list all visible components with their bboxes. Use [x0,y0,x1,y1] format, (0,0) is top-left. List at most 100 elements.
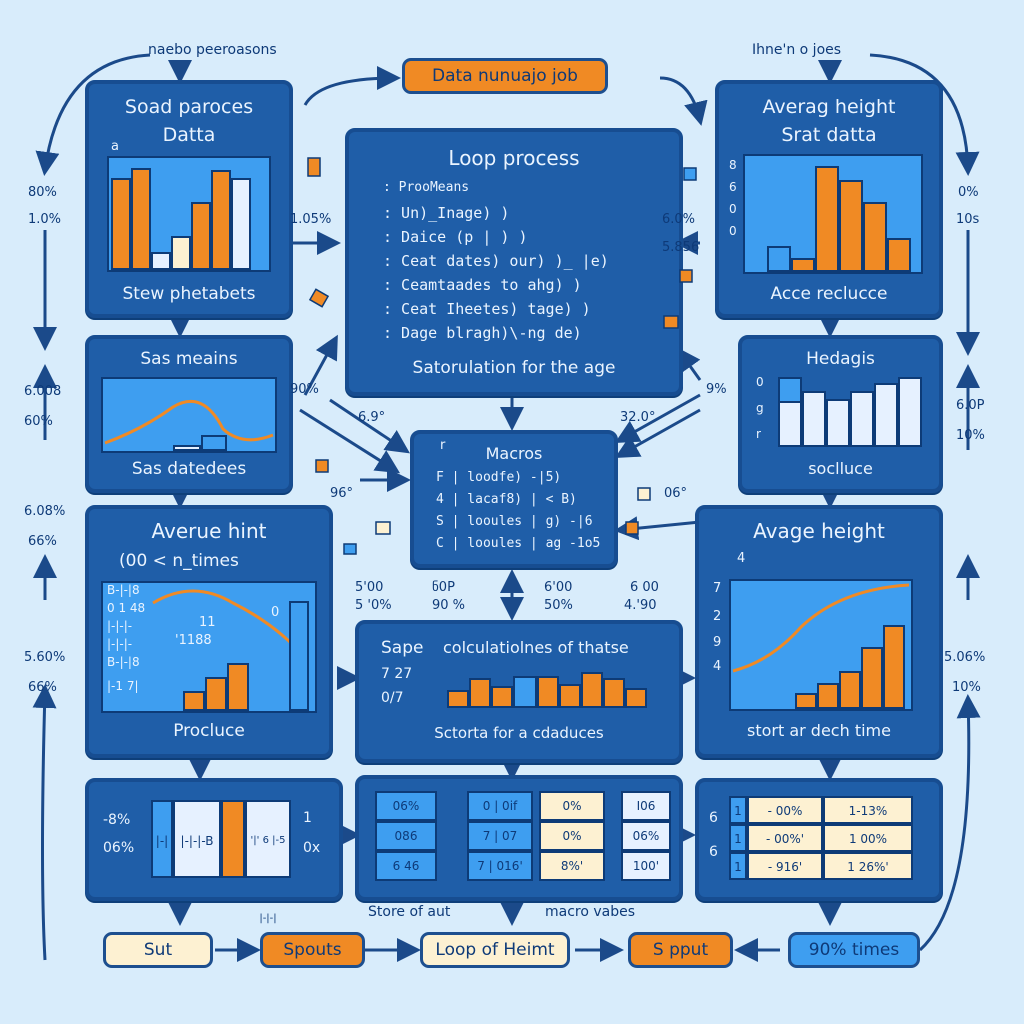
bar [898,377,922,447]
tick: 2 [713,609,722,624]
center-label: 6.9° [358,410,386,425]
table-cell: 1 [729,852,747,880]
table-cell: 1-13% [823,796,913,824]
data-job-pill: Data nunuajo job [402,58,608,94]
load-title-1: Soad paroces [124,96,254,118]
avg-top-title-1: Averag height [762,96,896,118]
loop-process-panel: Loop process : ProoMeans : Un)_Inage) ) … [345,128,683,396]
bar [191,202,211,270]
loop-line: : Ceamtaades to ahg) ) [383,276,582,294]
bar [205,677,227,711]
left-percent: 80% [28,185,57,200]
shape-calculation-panel: Sape colculatiolnes of thatse 7 27 0/7 S… [355,620,683,763]
row-label: |-|-|- [107,637,133,651]
hedagis-title: Hedagis [806,349,875,369]
left-percent: 66% [28,534,57,549]
left-table-col: |-| [151,800,173,878]
mid-label: 90 % [432,598,466,613]
bar [861,647,883,709]
hedagis-bar-chart [774,375,924,447]
right-table-side-1: 6 [709,810,718,826]
bar [767,246,791,272]
table-cell: 8%' [539,851,605,881]
tick: r [756,427,761,441]
table-cell: 100' [621,851,671,881]
tick: g [756,401,764,415]
sas-title: Sas meains [140,349,238,369]
bar [625,688,647,708]
table-cell: 0% [539,821,605,851]
macro-line: 4 | lacaf8) | < B) [436,492,577,507]
bar [183,691,205,711]
bar [289,601,309,711]
macros-small: r [440,438,446,453]
tick: 0 [756,375,764,389]
mid-label: 50% [544,598,573,613]
mid-label: 5'00 [355,580,384,595]
shape-bar-chart [443,664,655,708]
left-percent: 6.008 [24,384,62,399]
bar [802,391,826,447]
bar [469,678,491,708]
bar [201,435,227,451]
bar [491,686,513,708]
right-percent: 5.06% [944,650,986,665]
loop-line: : Un)_Inage) ) [383,204,510,222]
table-cell: 06% [375,791,437,821]
top-left-label: naebo peeroasons [148,42,277,58]
bar [211,170,231,270]
bar [513,676,537,708]
bar [603,678,625,708]
row-label: |-|-|- [107,619,133,633]
table-cell: 0 | 0if [467,791,533,821]
left-percent: 66% [28,680,57,695]
sas-footer: Sas datedees [131,459,247,479]
avg-right-arrow-label: 4 [737,551,746,566]
left-percent: 6.08% [24,504,66,519]
output-pill-4: S pput [628,932,733,968]
avg-top-bar-chart [743,154,923,274]
loop-line: : Ceat Iheetes) tage) ) [383,300,591,318]
averue-mid-3: 0 [271,605,280,620]
avg-top-footer: Acce reclucce [770,284,888,304]
macro-line: S | looules | g) -|6 [436,514,593,529]
table-cell: 0% [539,791,605,821]
output-pill-5: 90% times [788,932,920,968]
table-cell: 1 00% [823,824,913,852]
right-percent: 0% [958,185,979,200]
bar [791,258,815,272]
bar [883,625,905,709]
row-label: B-|-|8 [107,583,140,597]
mid-label: 6 00 [630,580,659,595]
average-height-right-panel: Avage height 4 7 2 9 4 stort ar dech tim… [695,505,943,758]
table-cell: 6 46 [375,851,437,881]
hedagis-footer: soclluce [808,459,873,478]
tick: 0 [729,202,737,216]
tick: 0 [729,224,737,238]
shape-left-1: 7 27 [381,666,413,682]
shape-left-2: 0/7 [381,690,404,706]
hedagis-panel: Hedagis 0 g r soclluce [738,335,943,493]
right-table-side-2: 6 [709,844,718,860]
bar [826,399,850,447]
load-data-panel: Soad paroces Datta a Stew phetabets [85,80,293,318]
bar [815,166,839,272]
avg-right-title: Avage height [753,519,885,543]
avg-right-footer: stort ar dech time [747,721,891,740]
left-table-side-1: -8% [103,812,131,828]
macros-panel: Macros r F | loodfe) -|5) 4 | lacaf8) | … [410,430,618,568]
averue-mid-1: 11 [199,615,216,630]
loop-footer: Satorulation for the age [412,358,616,378]
macro-line: C | looules | ag -1o5 [436,536,601,551]
averue-mid-2: '1188 [175,633,212,648]
loop-title: Loop process [448,146,580,170]
center-label: 9% [706,382,727,397]
table-cell: 1 [729,796,747,824]
loop-line: : Dage blragh)\-ng de) [383,324,582,342]
output-pill-1: Sut [103,932,213,968]
center-label: 5.856 [662,240,700,255]
bar [795,693,817,709]
right-percent: 10s [956,212,980,227]
row-label: |-1 7| [107,679,139,693]
